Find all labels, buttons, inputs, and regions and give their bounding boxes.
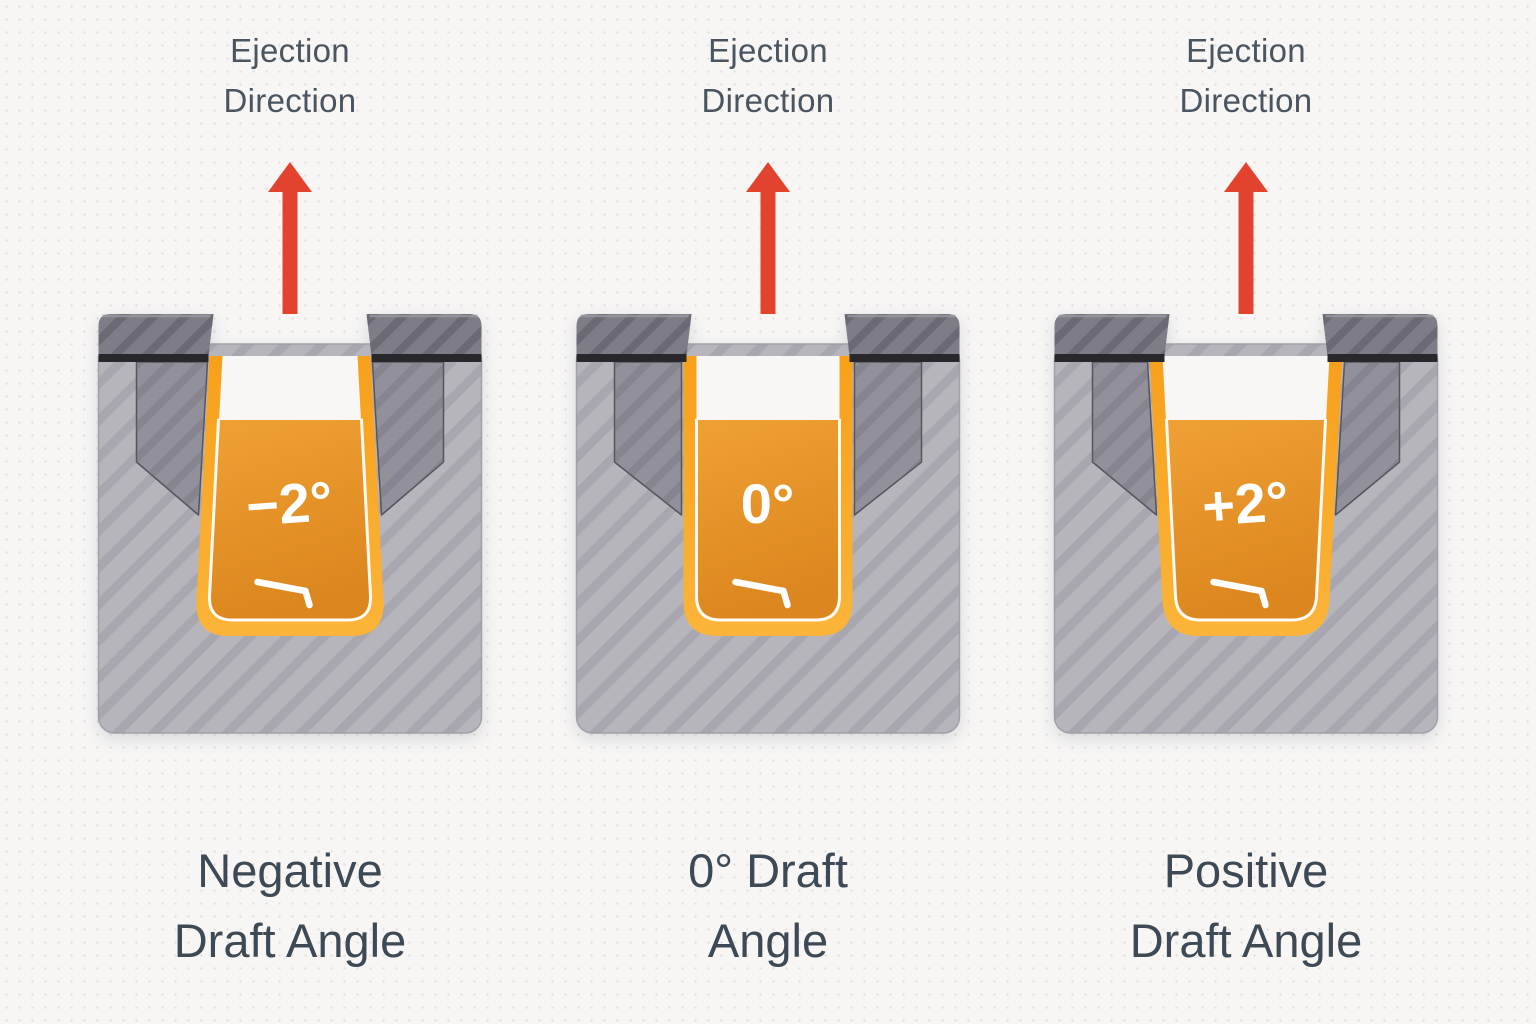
ejection-caption-line1: Ejection [1186,32,1306,69]
ejection-arrow-icon [1224,162,1268,314]
part-fill-highlight [695,418,841,622]
mold-insert-right [1334,361,1401,516]
panel-title: 0° Draft Angle [688,836,848,976]
ejection-arrow-icon [746,162,790,314]
angle-indicator-icon [732,578,791,609]
mold-insert-right [371,361,445,516]
panel-title-line2: Angle [707,914,829,967]
draft-angle-value: +2° [1200,469,1290,538]
ejection-caption-line1: Ejection [708,32,828,69]
part-fill [209,420,371,620]
ejection-caption: Ejection Direction [702,26,835,126]
mold-flange-left [576,314,692,362]
ejection-caption: Ejection Direction [1180,26,1313,126]
ejection-caption-line1: Ejection [230,32,350,69]
mold-flange-right [366,314,482,362]
panel-positive-draft: Ejection Direction +2° [1041,0,1451,1024]
mold-flange-left [98,314,214,362]
ejection-caption-line2: Direction [223,82,357,119]
panel-title-line1: 0° Draft [688,844,848,897]
mold-illustration-zero: 0° [575,314,961,734]
draft-angle-value: −2° [244,469,334,538]
draft-angle-value: 0° [741,472,795,535]
mold-illustration-negative: −2° [97,314,483,734]
mold-flange-right [1322,314,1438,362]
panel-title-line1: Positive [1163,844,1329,897]
ejection-caption-line2: Direction [701,82,835,119]
angle-indicator-icon [254,578,313,609]
mold-flange-left [1054,314,1170,362]
mold-insert-left [135,361,209,516]
panel-title: Positive Draft Angle [1130,836,1363,976]
panel-title-line2: Draft Angle [173,914,407,967]
mold-illustration-positive: +2° [1053,314,1439,734]
panel-title-line2: Draft Angle [1129,914,1363,967]
ejection-arrow-icon [268,162,312,314]
ejection-caption: Ejection Direction [224,26,357,126]
part-fill-highlight [207,418,373,622]
panel-zero-draft: Ejection Direction 0° [563,0,973,1024]
mold-flange-right [844,314,960,362]
mold-insert-left [1091,361,1158,516]
part-fill [696,420,840,620]
panel-title-line1: Negative [197,844,383,897]
part-fill-highlight [1165,418,1327,622]
angle-indicator-icon [1210,578,1269,609]
panel-title: Negative Draft Angle [174,836,407,976]
ejection-caption-line2: Direction [1179,82,1313,119]
part-fill [1166,420,1326,620]
panel-negative-draft: Ejection Direction −2° [85,0,495,1024]
